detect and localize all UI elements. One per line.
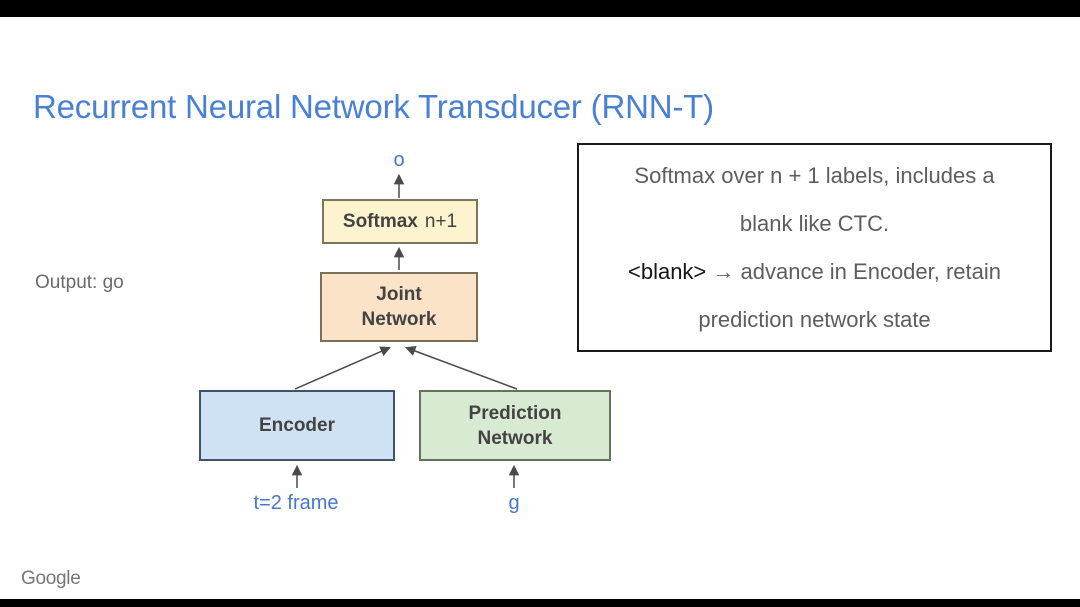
annotation-line-4: prediction network state: [698, 306, 931, 332]
annotation-line-2: blank like CTC.: [739, 210, 890, 236]
annotation-line-3-rest: → advance in Encoder, retain: [706, 258, 1002, 284]
annotation-line-3: <blank> → advance in Encoder, retain: [591, 248, 1038, 296]
prediction-network-box: Prediction Network: [419, 390, 611, 461]
encoder-label: Encoder: [258, 415, 336, 436]
annotation-box: Softmax over n + 1 labels, includes a bl…: [577, 143, 1052, 352]
joint-network-box: Joint Network: [320, 272, 478, 342]
annotation-line-1: Softmax over n + 1 labels, includes a: [634, 162, 995, 188]
encoder-input-label: t=2 frame: [253, 492, 339, 514]
output-symbol-label: o: [393, 149, 405, 171]
prediction-network-label: Prediction Network: [468, 402, 562, 449]
letterbox-top-bar: [0, 0, 1080, 17]
output-text-label: Output: go: [35, 272, 124, 293]
blank-token-text: <blank>: [627, 258, 707, 284]
softmax-box: Softmax n+1: [322, 199, 478, 244]
arrow-prediction-to-joint-icon: [405, 346, 518, 390]
arrow-encoder-to-joint-icon: [294, 346, 391, 390]
google-logo: Google: [21, 568, 81, 589]
softmax-box-suffix: n+1: [424, 211, 458, 232]
letterbox-bottom-bar: [0, 599, 1080, 607]
joint-network-label: Joint Network: [361, 284, 437, 330]
encoder-box: Encoder: [199, 390, 395, 461]
prediction-input-label: g: [508, 492, 520, 514]
softmax-box-label: Softmax: [342, 211, 418, 232]
slide-title: Recurrent Neural Network Transducer (RNN…: [33, 88, 714, 126]
